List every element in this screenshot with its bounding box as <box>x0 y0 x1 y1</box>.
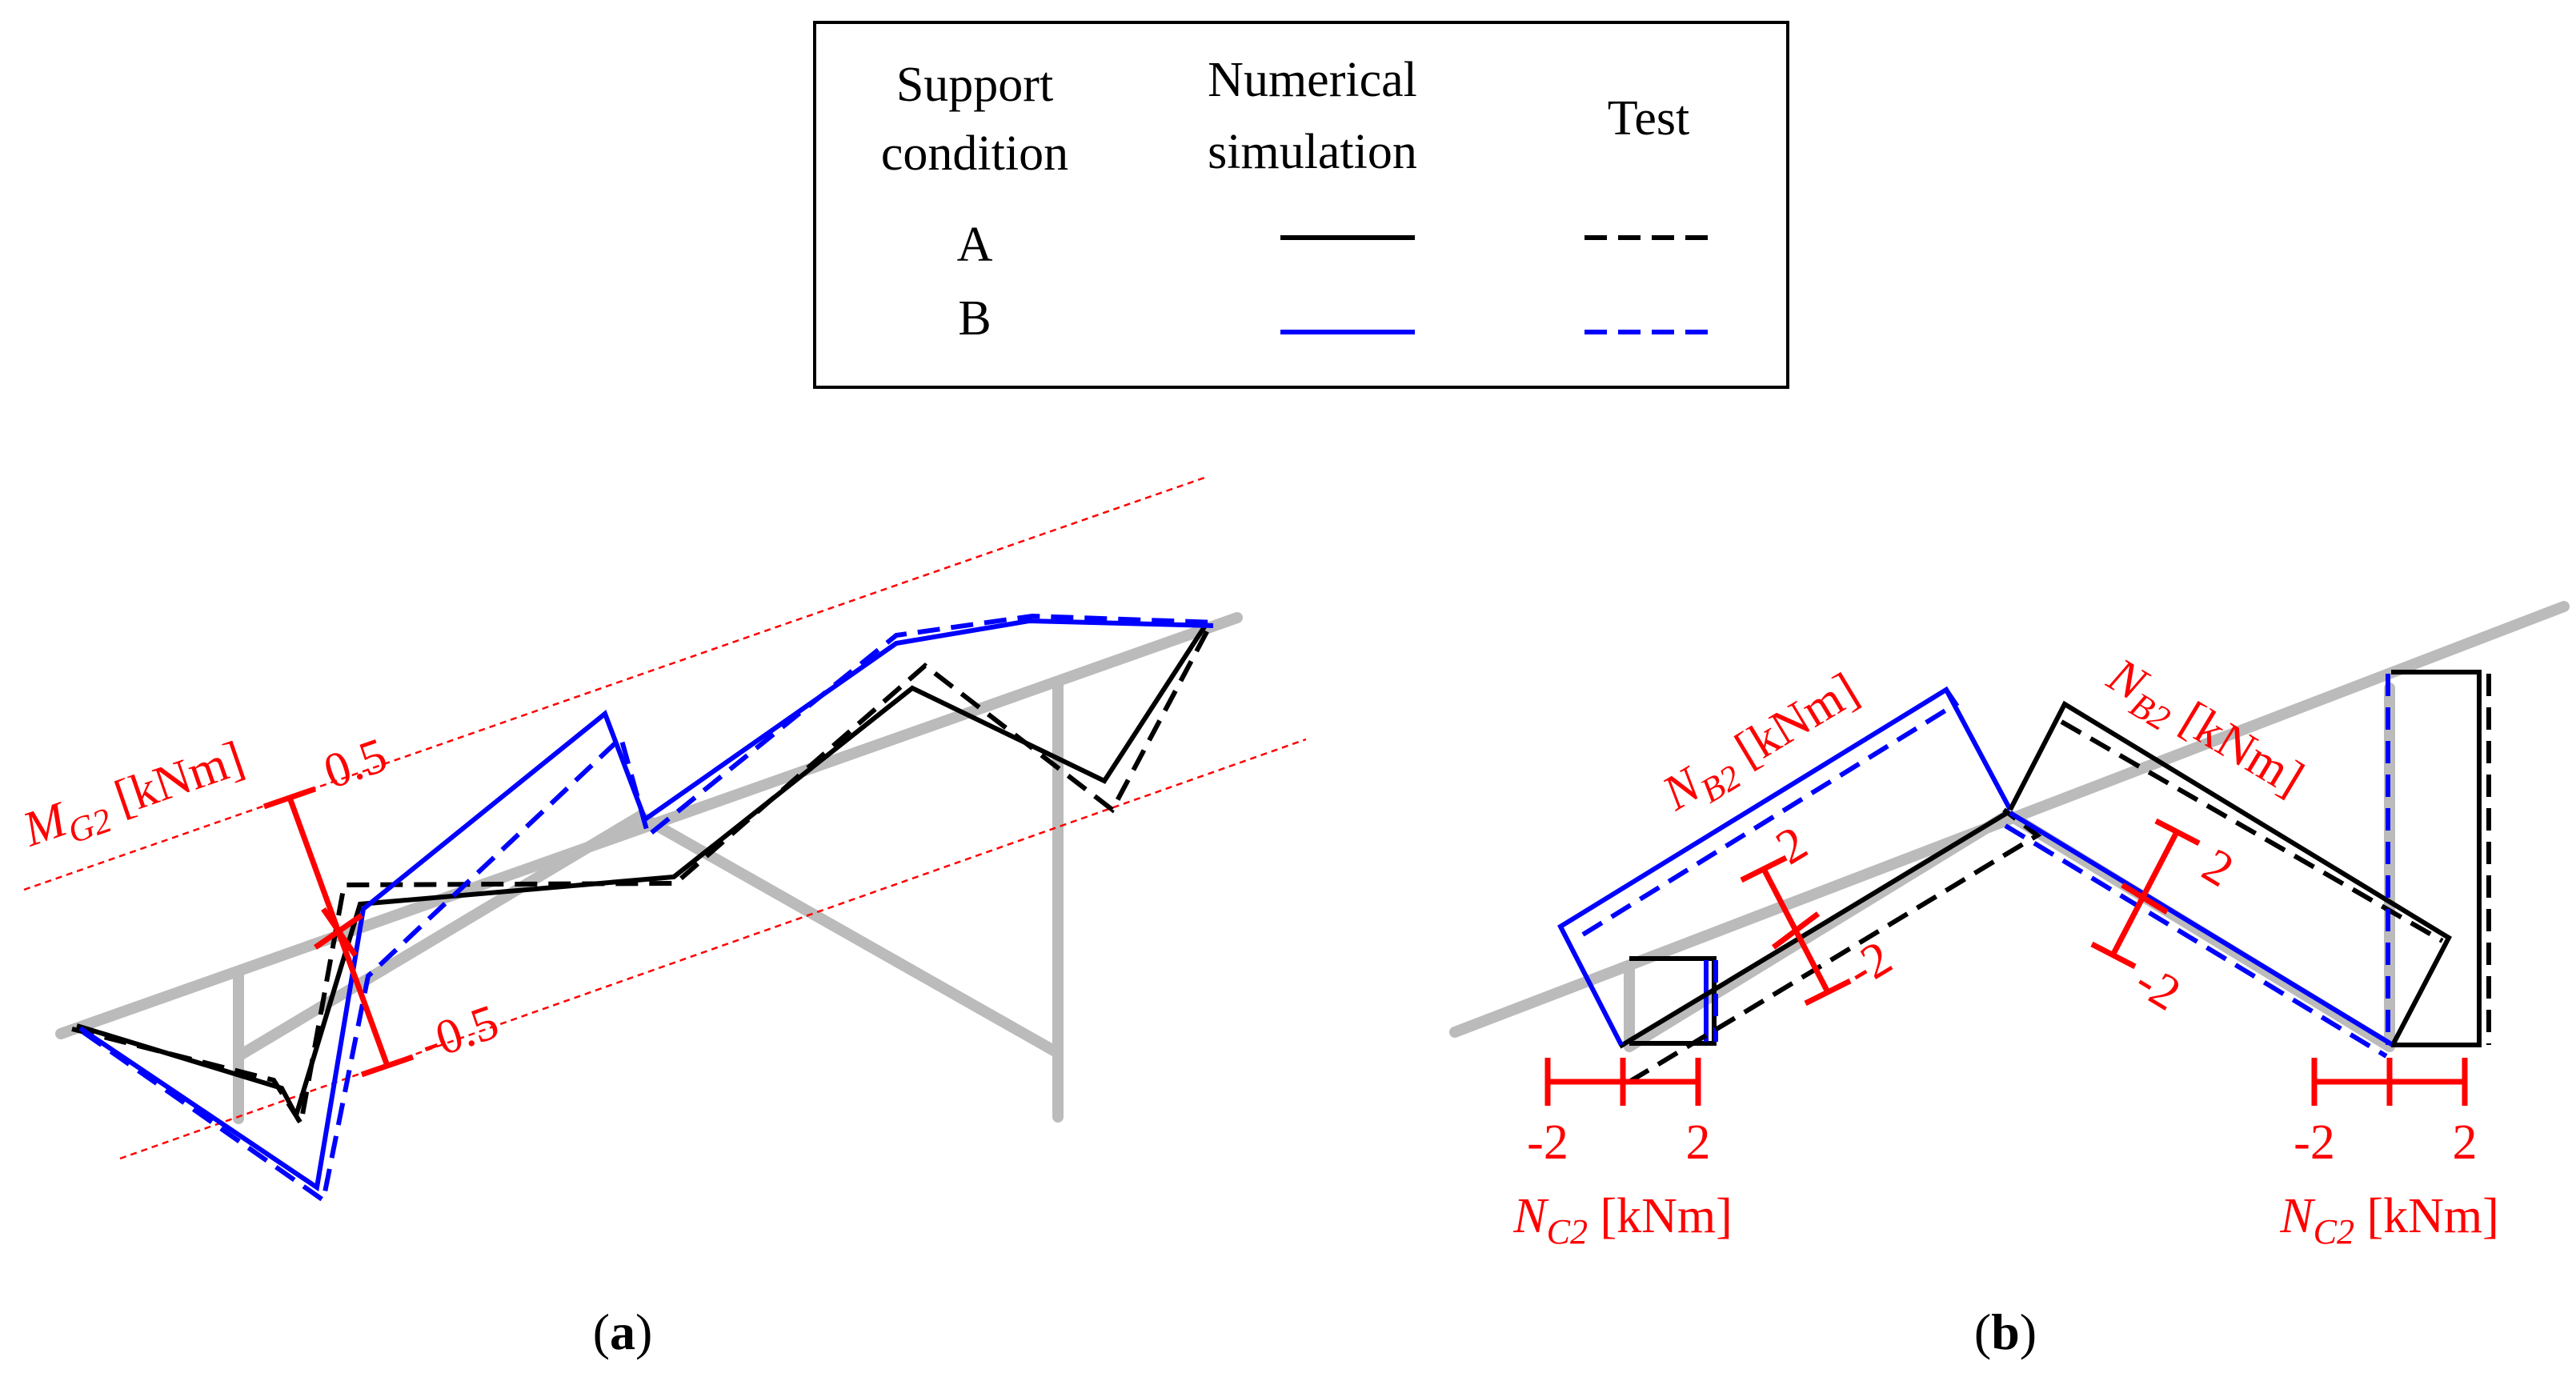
panel-a-scale <box>262 786 415 1078</box>
panel-b-brace-left <box>1624 809 2014 1052</box>
legend-header-support-line1: Support <box>896 58 1053 112</box>
panel-a-label-letter: a <box>610 1303 635 1360</box>
panel-b-scale-left-cap-bottom <box>1804 978 1852 1007</box>
panel-b-nc2-left-neg: -2 <box>1527 1115 1568 1170</box>
panel-b-right-brace-b-numerical <box>2009 811 2394 1047</box>
panel-b-left-brace-b-numerical <box>1557 686 2013 1047</box>
panel-b-nc2-right-unit: [kNm] <box>2354 1189 2499 1243</box>
panel-b-scale-right-cap-bottom <box>2090 941 2137 970</box>
panel-a-guide-upper <box>23 475 1208 891</box>
panel-a-axis-label: MG2 [kNm] <box>15 731 253 865</box>
panel-b-nc2-right-symbol: N <box>2279 1189 2316 1243</box>
panel-b-scale-left-neg: -2 <box>1837 931 1901 999</box>
panel-a-scale-cap-top <box>262 786 317 810</box>
panel-a-condition-a-numerical <box>76 624 1208 1122</box>
panel-b-right-brace-a-test <box>2060 719 2444 943</box>
panel-a-tick-top: 0.5 <box>317 728 393 800</box>
panel-b-scale-left-zero <box>1771 911 1821 950</box>
panel-b-nc2-left-subscript: C2 <box>1547 1212 1588 1251</box>
panel-b-nc2-left-label: NC2 [kNm] <box>1512 1189 1733 1251</box>
panel-b-scale-right-pos: 2 <box>2193 839 2243 898</box>
panel-b-scale-left-brace <box>1740 855 1852 1007</box>
panel-a: 0.5 -0.5 MG2 [kNm] (a) <box>15 475 1307 1360</box>
panel-a-brace-1 <box>233 811 646 1062</box>
legend: Support condition Numerical simulation T… <box>813 21 1789 389</box>
panel-a-axis-unit: [kNm] <box>96 731 250 830</box>
panel-b: 2 -2 2 -2 NB2 [kNm] NB2 [kNm] -2 2 NC2 [… <box>1449 601 2570 1360</box>
panel-a-label: (a) <box>593 1303 653 1360</box>
panel-b-label: (b) <box>1974 1303 2037 1360</box>
legend-header-support-line2: condition <box>881 126 1068 181</box>
panel-a-scale-zero-cross <box>321 907 358 957</box>
panel-b-right-brace-a-numerical <box>2008 700 2452 1047</box>
panel-a-structure <box>55 612 1243 1124</box>
panel-a-condition-b-test <box>82 613 1217 1205</box>
legend-row-b-label: B <box>958 291 991 346</box>
panel-b-label-open: ( <box>1974 1303 1991 1360</box>
panel-b-nb2-left-unit: [kNm] <box>1716 662 1868 783</box>
panel-a-condition-b-numerical <box>78 618 1214 1192</box>
panel-b-nc2-left-symbol: N <box>1512 1189 1549 1243</box>
legend-header-numerical-line2: simulation <box>1208 125 1417 179</box>
legend-box <box>813 21 1789 389</box>
panel-b-right-column-a-numerical <box>2391 670 2482 1047</box>
panel-a-tick-bottom: -0.5 <box>413 995 505 1071</box>
panel-b-right-brace-b-test <box>2004 823 2388 1059</box>
panel-a-label-open: ( <box>593 1303 610 1360</box>
panel-b-left-brace-b-test <box>1581 688 1960 937</box>
panel-b-nc2-right-neg: -2 <box>2294 1115 2335 1170</box>
legend-row-a-label: A <box>957 218 993 272</box>
panel-b-nc2-left-pos: 2 <box>1686 1115 1711 1170</box>
panel-a-label-close: ) <box>635 1303 652 1360</box>
panel-b-nc2-right-scale <box>2311 1058 2468 1106</box>
panel-b-label-letter: b <box>1991 1303 2020 1360</box>
panel-b-nc2-right-subscript: C2 <box>2314 1212 2354 1251</box>
panel-b-scale-right-bar <box>2109 831 2180 957</box>
panel-a-scale-cap-bottom <box>360 1054 415 1078</box>
legend-header-test: Test <box>1608 91 1689 146</box>
panel-b-scale-right-zero <box>2121 883 2169 915</box>
legend-header-numerical-line1: Numerical <box>1208 53 1417 107</box>
panel-a-condition-a-test <box>71 627 1211 1131</box>
panel-b-left-brace-a-numerical <box>1618 811 2009 1049</box>
panel-b-scale-right-brace <box>2090 818 2201 970</box>
panel-b-scale-left-cap-top <box>1740 855 1788 883</box>
panel-b-nb2-right-unit: [kNm] <box>2161 685 2313 806</box>
panel-b-label-close: ) <box>2020 1303 2037 1360</box>
panel-b-nc2-right-pos: 2 <box>2453 1115 2478 1170</box>
panel-b-scale-right-cap-top <box>2154 818 2201 847</box>
panel-b-nc2-right-label: NC2 [kNm] <box>2279 1189 2499 1251</box>
panel-b-nc2-left-unit: [kNm] <box>1588 1189 1733 1243</box>
panel-b-nc2-left-scale <box>1544 1058 1701 1106</box>
